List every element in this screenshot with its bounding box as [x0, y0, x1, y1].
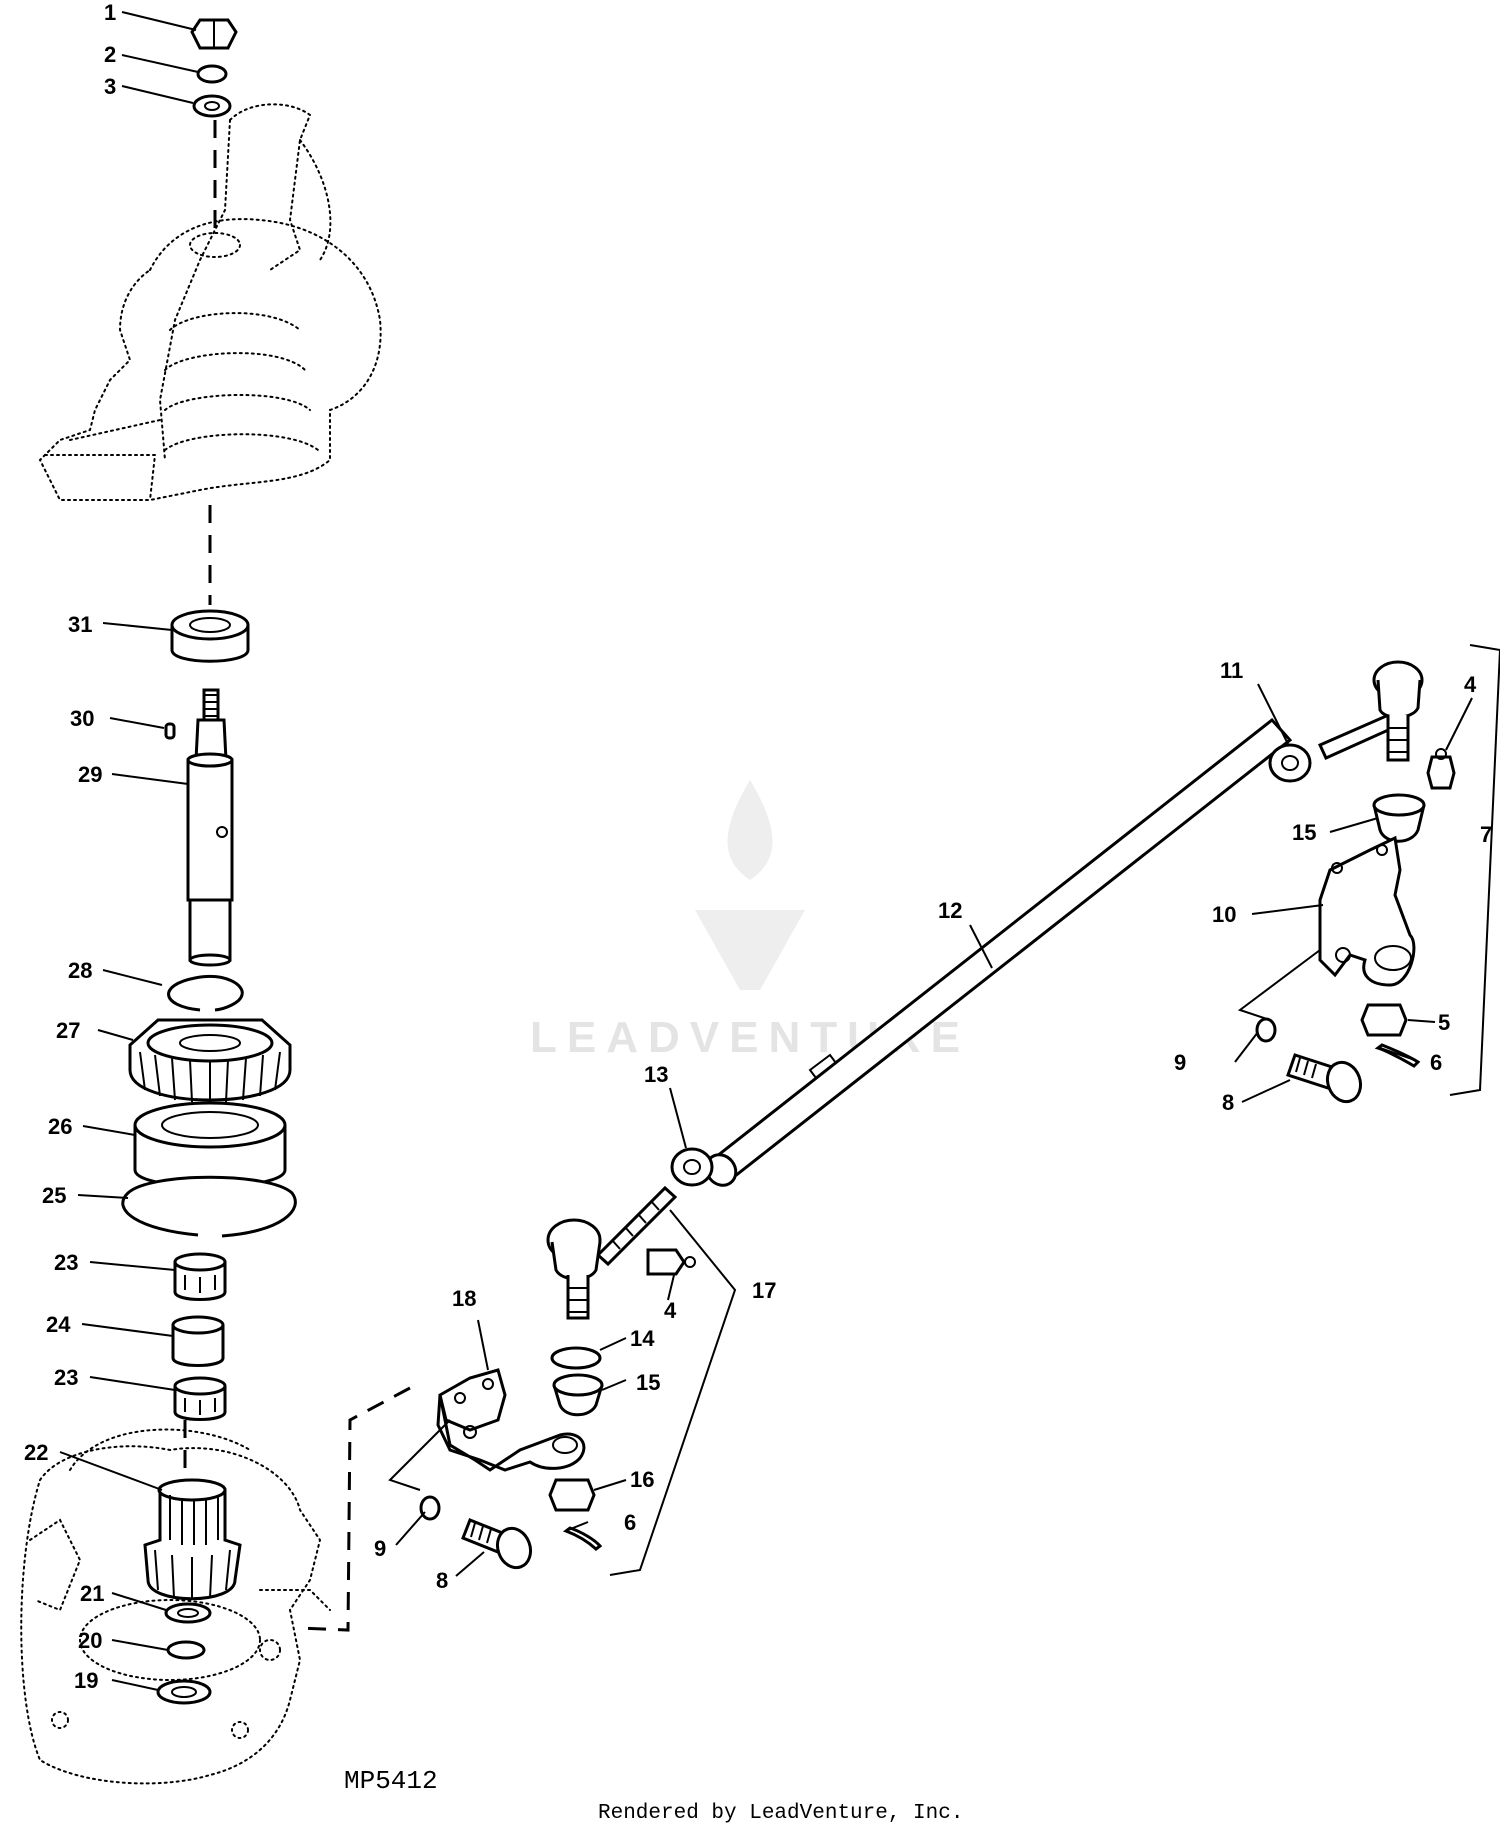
callout-4-left: 4 — [664, 1298, 677, 1323]
callout-12: 12 — [938, 898, 962, 923]
callout-3: 3 — [104, 74, 116, 99]
part-1-nut — [190, 18, 238, 50]
callout-1: 1 — [104, 0, 116, 25]
callout-24: 24 — [46, 1312, 71, 1337]
part-4-grease-fitting-left — [646, 1248, 696, 1276]
part-13-jam-nut — [670, 1147, 714, 1187]
part-7-ball-joint-right — [1317, 660, 1424, 762]
part-25-snap-ring — [121, 1175, 297, 1238]
callout-9-right: 9 — [1174, 1050, 1186, 1075]
callout-29: 29 — [78, 762, 102, 787]
callout-2: 2 — [104, 42, 116, 67]
assembly-axis — [183, 120, 217, 1490]
callout-30: 30 — [70, 706, 94, 731]
callout-6-left: 6 — [624, 1510, 636, 1535]
callout-15-right: 15 — [1292, 820, 1316, 845]
part-18-steering-arm-left — [388, 1368, 586, 1491]
callout-23-lower: 23 — [54, 1365, 78, 1390]
watermark-flame-icon — [727, 780, 773, 880]
callout-20: 20 — [78, 1628, 102, 1653]
part-5-castle-nut-right — [1360, 1003, 1408, 1037]
part-19-seal — [156, 1679, 212, 1705]
leader-lines — [59, 11, 1473, 1691]
callout-28: 28 — [68, 958, 92, 983]
callout-19: 19 — [74, 1668, 98, 1693]
callout-27: 27 — [56, 1018, 80, 1043]
callout-8-right: 8 — [1222, 1090, 1234, 1115]
part-8-bolt-right — [1286, 1053, 1363, 1104]
watermark-v-icon — [695, 910, 805, 990]
part-15-dust-cap-right — [1372, 793, 1426, 843]
callout-5: 5 — [1438, 1010, 1450, 1035]
render-credit: Rendered by LeadVenture, Inc. — [598, 1802, 963, 1825]
callout-9-left: 9 — [374, 1536, 386, 1561]
part-9-washer-right — [1255, 1017, 1277, 1043]
part-2-lock-washer — [196, 64, 228, 84]
part-28-snap-ring — [167, 975, 244, 1012]
callout-31: 31 — [68, 612, 92, 637]
part-20-snap-ring — [166, 1640, 206, 1660]
part-11-jam-nut — [1268, 743, 1312, 783]
part-8-bolt-left — [461, 1518, 533, 1570]
part-15-dust-cap-left — [552, 1373, 604, 1417]
callout-25: 25 — [42, 1183, 66, 1208]
part-29-shaft — [186, 688, 234, 967]
arm-to-housing-link — [299, 1386, 411, 1632]
callout-8-left: 8 — [436, 1568, 448, 1593]
part-6-cotter-pin-left — [562, 1526, 603, 1551]
part-16-castle-nut-left — [548, 1478, 596, 1512]
callout-11: 11 — [1220, 658, 1243, 683]
drawing-number: MP5412 — [344, 1766, 438, 1796]
part-30-pin — [164, 722, 176, 740]
callout-4-right: 4 — [1464, 672, 1477, 697]
callout-13: 13 — [644, 1062, 668, 1087]
callout-10: 10 — [1212, 902, 1236, 927]
part-3-washer — [192, 94, 232, 118]
part-23-needle-bearing-upper — [173, 1252, 227, 1301]
callout-22: 22 — [24, 1440, 48, 1465]
part-6-cotter-pin-right — [1374, 1043, 1421, 1068]
part-22-pinion-gear — [143, 1478, 242, 1601]
group-7-bracket — [1449, 644, 1500, 1096]
callout-15-left: 15 — [636, 1370, 660, 1395]
callout-21: 21 — [80, 1581, 104, 1606]
callout-7: 7 — [1480, 822, 1492, 847]
part-9-washer-left — [419, 1495, 441, 1521]
part-12-tie-rod — [704, 717, 1293, 1187]
part-10-steering-arm-right — [1237, 835, 1416, 1021]
callout-14: 14 — [630, 1326, 655, 1351]
callout-26: 26 — [48, 1114, 72, 1139]
steering-housing-lower — [20, 1428, 331, 1785]
callout-23-upper: 23 — [54, 1250, 78, 1275]
callout-16: 16 — [630, 1467, 654, 1492]
part-23-needle-bearing-lower — [173, 1376, 227, 1421]
steering-housing-upper — [38, 103, 382, 501]
part-14-seal-left — [550, 1346, 602, 1370]
callout-labels: 1 2 3 31 30 29 28 27 26 25 23 24 23 22 2… — [24, 0, 1492, 1693]
part-4-grease-fitting-right — [1426, 748, 1456, 790]
callout-17: 17 — [752, 1278, 776, 1303]
part-17-ball-joint-left — [546, 1185, 678, 1320]
part-26-bearing — [133, 1101, 287, 1188]
part-27-bevel-gear — [128, 1018, 292, 1103]
group-17-bracket — [609, 1209, 737, 1576]
part-21-washer — [164, 1602, 212, 1624]
part-24-spacer — [171, 1315, 225, 1367]
callout-6-right: 6 — [1430, 1050, 1442, 1075]
part-31-bearing — [170, 609, 250, 663]
callout-18: 18 — [452, 1286, 476, 1311]
